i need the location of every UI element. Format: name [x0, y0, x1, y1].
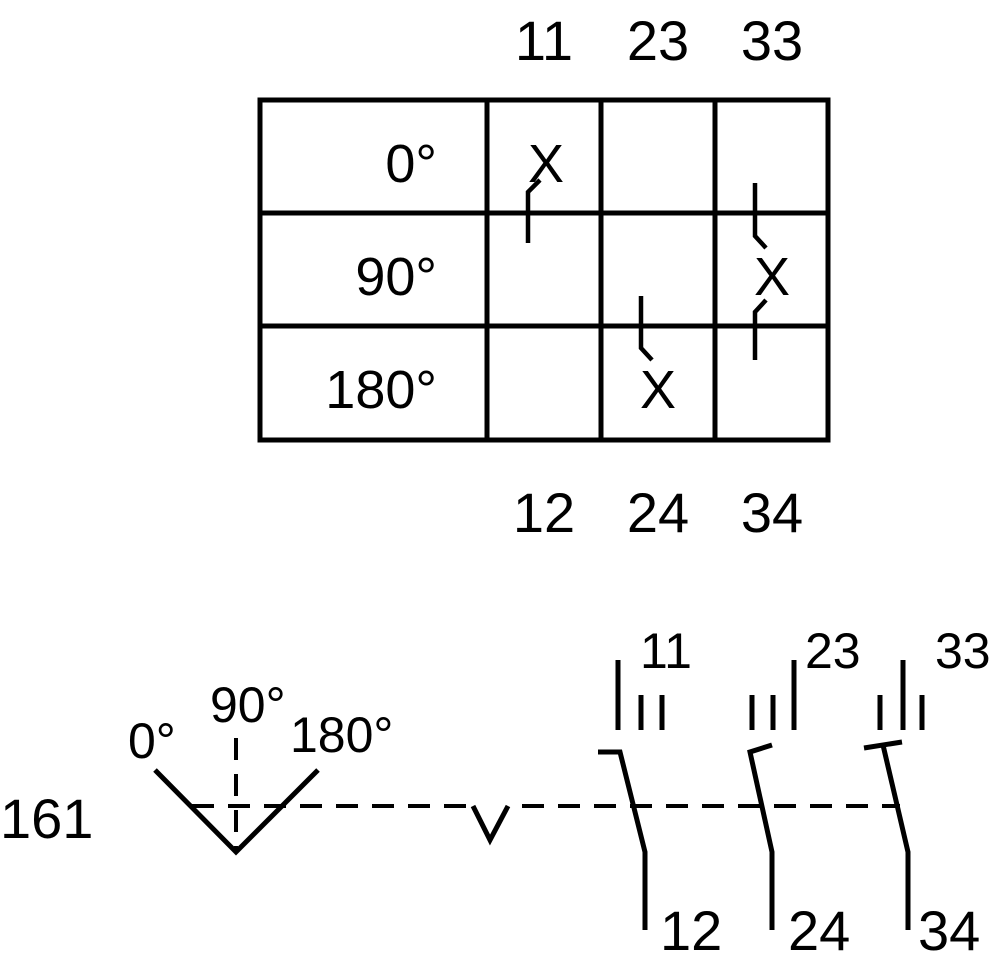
contact-23-24: 23 24	[747, 623, 861, 960]
contact-bottom-terminal: 34	[918, 899, 980, 960]
position-label: 180°	[325, 360, 437, 420]
contact-11-12: 11 12	[598, 623, 722, 960]
closed-contact-mark: X	[752, 183, 790, 360]
closed-contact-mark: X	[525, 134, 564, 243]
switch-symbol: 161 0° 90° 180° 11 12 23 24	[0, 623, 991, 960]
contact-link-line	[638, 296, 654, 362]
bottom-terminal-label: 12	[513, 481, 575, 544]
contact-top-terminal: 11	[640, 623, 692, 679]
top-terminal-label: 23	[627, 9, 689, 72]
symbol-position-label: 0°	[128, 713, 176, 769]
closed-contact-mark: X	[638, 296, 676, 420]
contact-bottom-terminal: 12	[660, 899, 722, 960]
contact-link-line	[525, 178, 542, 243]
contact-table: 11 23 33 0° 90° 180° 12 24 34 X X X	[257, 9, 831, 544]
top-terminal-label: 11	[515, 9, 573, 72]
closed-mark-text: X	[754, 247, 790, 307]
closed-mark-text: X	[640, 360, 676, 420]
device-number: 161	[0, 787, 93, 850]
contact-link-line	[752, 183, 768, 250]
position-label: 90°	[355, 247, 437, 307]
contact-top-terminal: 33	[935, 623, 991, 679]
contact-top-terminal: 23	[805, 623, 861, 679]
contact-blade	[880, 744, 911, 930]
contact-blade	[747, 742, 775, 930]
symbol-position-label: 180°	[290, 707, 393, 763]
bottom-terminal-label: 24	[627, 481, 689, 544]
contact-blade	[598, 749, 648, 930]
table-frame	[257, 97, 831, 443]
contact-bottom-terminal: 24	[788, 899, 850, 960]
symbol-position-label: 90°	[210, 677, 286, 733]
position-label: 0°	[385, 134, 437, 194]
detent-symbol	[470, 804, 511, 846]
top-terminal-label: 33	[741, 9, 803, 72]
contact-33-34: 33 34	[863, 623, 991, 960]
bottom-terminal-label: 34	[741, 481, 803, 544]
contact-link-line	[752, 298, 768, 360]
